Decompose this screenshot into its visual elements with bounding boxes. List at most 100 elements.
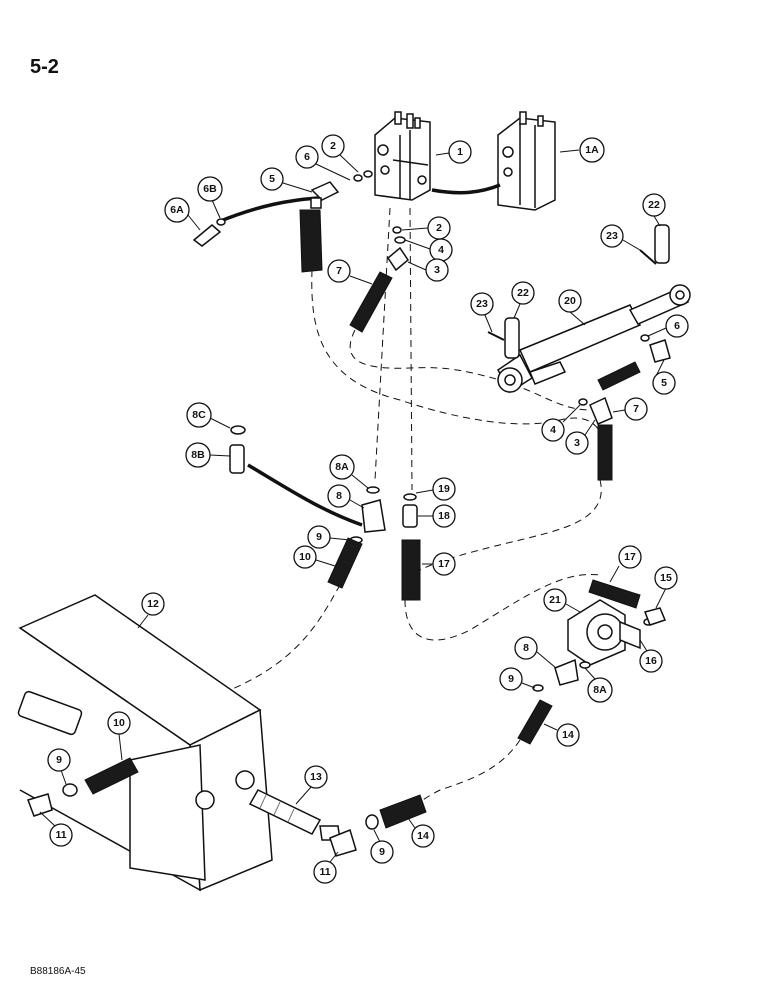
- svg-text:10: 10: [113, 717, 125, 729]
- callout-21: 21: [543, 588, 581, 613]
- pin-22-upper: [654, 224, 670, 264]
- callout-10-tank: 10: [107, 711, 131, 761]
- callout-11b: 11: [313, 851, 339, 884]
- callout-22: 22: [642, 193, 666, 227]
- callout-10: 10: [293, 545, 336, 569]
- callout-15: 15: [654, 566, 678, 609]
- callout-6a: 6A: [164, 197, 201, 231]
- pin-22-lower: [504, 317, 520, 359]
- svg-text:6A: 6A: [170, 204, 184, 216]
- figure-code: B88186A-45: [30, 966, 86, 977]
- hose-7-upper: [299, 209, 323, 273]
- cylinder-fittings: [578, 334, 671, 481]
- callout-23: 23: [600, 224, 641, 251]
- svg-text:22: 22: [648, 199, 660, 211]
- svg-text:9: 9: [508, 673, 514, 685]
- svg-text:6: 6: [674, 320, 680, 332]
- valve-connection-line: [431, 183, 501, 195]
- mid-fittings: [229, 425, 421, 601]
- svg-text:14: 14: [417, 830, 429, 842]
- callout-8a: 8A: [329, 454, 369, 489]
- tank-outlet-hose: [248, 789, 427, 857]
- control-valve-alt: [497, 111, 556, 211]
- hydraulic-cylinder: [497, 284, 691, 394]
- callout-5b: 5: [652, 359, 676, 395]
- svg-text:2: 2: [436, 222, 442, 234]
- callouts: 1 1A 2 6 5 6B 6A 2 4 3 7 22 23 22 23 20 …: [39, 134, 689, 884]
- callout-8-pump: 8: [514, 636, 557, 669]
- svg-text:2: 2: [330, 140, 336, 152]
- callout-20: 20: [558, 289, 586, 326]
- svg-text:1A: 1A: [585, 144, 599, 156]
- svg-text:7: 7: [633, 403, 639, 415]
- svg-text:8C: 8C: [192, 409, 206, 421]
- svg-text:4: 4: [550, 424, 556, 436]
- hose-7-middle: [349, 271, 393, 333]
- svg-text:10: 10: [299, 551, 311, 563]
- svg-text:11: 11: [55, 829, 66, 841]
- hose-10-tank: [84, 757, 139, 795]
- svg-text:18: 18: [438, 510, 450, 522]
- svg-text:15: 15: [660, 572, 672, 584]
- svg-text:8: 8: [336, 490, 342, 502]
- pump-fittings: [517, 658, 591, 745]
- callout-12: 12: [137, 592, 165, 629]
- svg-text:17: 17: [624, 551, 636, 563]
- svg-text:6B: 6B: [203, 183, 217, 195]
- svg-text:8B: 8B: [191, 449, 205, 461]
- callout-1: 1: [435, 140, 472, 164]
- callout-8: 8: [327, 484, 365, 509]
- svg-text:23: 23: [476, 298, 488, 310]
- svg-text:8A: 8A: [593, 684, 607, 696]
- callout-4b: 4: [541, 404, 581, 442]
- svg-text:9: 9: [316, 531, 322, 543]
- callout-1a: 1A: [559, 137, 605, 163]
- svg-text:4: 4: [438, 244, 444, 256]
- svg-text:23: 23: [606, 230, 618, 242]
- callout-9: 9: [307, 525, 351, 549]
- svg-text:22: 22: [517, 287, 529, 299]
- callout-7b: 7: [612, 397, 648, 421]
- svg-text:20: 20: [564, 295, 576, 307]
- svg-text:3: 3: [434, 264, 440, 276]
- tank-fittings: [27, 783, 78, 817]
- svg-text:19: 19: [438, 483, 450, 495]
- callout-23b: 23: [470, 292, 494, 333]
- svg-text:7: 7: [336, 265, 342, 277]
- callout-16: 16: [639, 639, 663, 673]
- callout-8b: 8B: [185, 442, 231, 468]
- callout-17b: 17: [609, 545, 642, 583]
- callout-9-pump: 9: [499, 667, 536, 691]
- svg-text:8: 8: [523, 642, 529, 654]
- svg-text:5: 5: [269, 173, 275, 185]
- callout-9b: 9: [370, 829, 394, 864]
- callout-4: 4: [404, 238, 453, 262]
- svg-text:13: 13: [310, 771, 322, 783]
- svg-text:16: 16: [645, 655, 657, 667]
- svg-text:11: 11: [319, 866, 330, 878]
- callout-6b: 6B: [197, 176, 223, 219]
- callout-2: 2: [321, 134, 359, 173]
- callout-6: 6: [295, 145, 351, 181]
- svg-text:12: 12: [147, 598, 159, 610]
- callout-8c: 8C: [186, 402, 231, 429]
- svg-text:5: 5: [661, 377, 667, 389]
- hydraulic-pump: [567, 579, 667, 666]
- hydraulic-tank: [17, 594, 273, 892]
- control-valve: [374, 111, 431, 201]
- hose-routing-lines: [29, 207, 605, 821]
- svg-text:17: 17: [438, 558, 450, 570]
- callout-9-tank: 9: [47, 748, 71, 785]
- callout-18: 18: [418, 504, 456, 528]
- callout-2b: 2: [401, 216, 451, 240]
- callout-5: 5: [260, 167, 313, 193]
- callout-3: 3: [407, 258, 449, 282]
- callout-22b: 22: [511, 281, 535, 319]
- svg-text:14: 14: [562, 729, 574, 741]
- callout-11: 11: [39, 811, 73, 847]
- svg-text:21: 21: [549, 594, 561, 606]
- callout-19: 19: [415, 477, 456, 501]
- pressure-hose-line: [217, 196, 319, 224]
- callout-14b: 14: [407, 817, 435, 848]
